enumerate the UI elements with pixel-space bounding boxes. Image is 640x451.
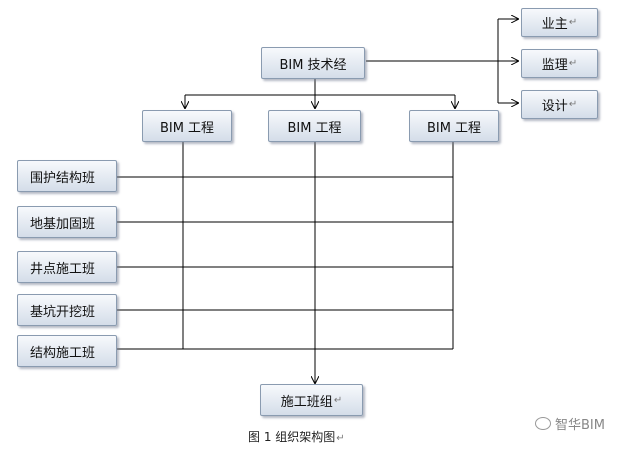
bim-engineering-node-3: BIM 工程 — [409, 110, 499, 142]
paragraph-mark: ↵ — [333, 394, 343, 406]
construction-team-label: 施工班组 — [280, 394, 333, 410]
stakeholder-label: 业主 — [541, 17, 568, 32]
stakeholder-node-design: 设计↵ — [521, 90, 598, 119]
bim-engineering-label: BIM 工程 — [287, 120, 342, 136]
crew-label: 井点施工班 — [30, 261, 96, 277]
paragraph-mark: ↵ — [568, 99, 578, 110]
paragraph-mark: ↵ — [336, 433, 345, 444]
bim-engineering-node-2: BIM 工程 — [268, 110, 361, 142]
bim-engineering-node-1: BIM 工程 — [142, 110, 232, 142]
crew-node-retaining-structure: 围护结构班 — [17, 160, 117, 192]
paragraph-mark: ↵ — [568, 17, 578, 28]
stakeholder-node-supervisor: 监理↵ — [521, 49, 598, 78]
stakeholder-label: 监理 — [541, 58, 568, 73]
watermark-text: 智华BIM — [555, 418, 605, 433]
bim-tech-manager-node: BIM 技术经 — [261, 47, 365, 79]
crew-node-pit-excavation: 基坑开挖班 — [17, 294, 117, 326]
crew-node-foundation-reinforcement: 地基加固班 — [17, 206, 117, 238]
crew-label: 地基加固班 — [30, 216, 96, 232]
crew-node-structural-construction: 结构施工班 — [17, 335, 117, 367]
construction-team-node: 施工班组↵ — [260, 384, 363, 416]
figure-caption: 图 1 组织架构图↵ — [248, 428, 345, 445]
crew-label: 基坑开挖班 — [30, 304, 96, 320]
bim-tech-manager-label: BIM 技术经 — [279, 57, 347, 73]
crew-node-wellpoint-construction: 井点施工班 — [17, 251, 117, 283]
stakeholder-node-owner: 业主↵ — [521, 8, 598, 37]
watermark: 智华BIM — [535, 414, 605, 433]
paragraph-mark: ↵ — [568, 58, 578, 69]
wechat-icon — [535, 417, 551, 430]
stakeholder-label: 设计 — [541, 99, 568, 114]
crew-label: 围护结构班 — [30, 170, 96, 186]
crew-label: 结构施工班 — [30, 345, 96, 361]
bim-engineering-label: BIM 工程 — [159, 120, 215, 136]
figure-caption-text: 图 1 组织架构图 — [248, 430, 336, 444]
bim-engineering-label: BIM 工程 — [426, 120, 482, 136]
